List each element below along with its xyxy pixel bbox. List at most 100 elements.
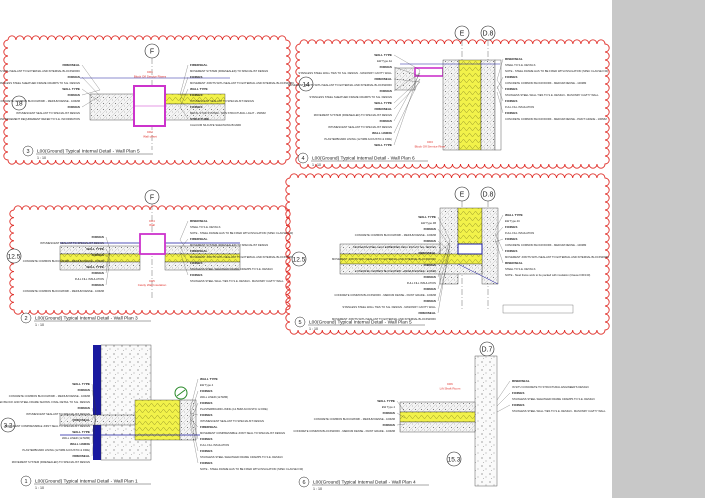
leader-line [189, 412, 199, 416]
note-text: CONCRETE COMMON BLOCKWORK - MEDIUM DENSE… [505, 81, 587, 85]
note-heading: FIXINGS [190, 93, 202, 97]
detail-number-bubble [297, 152, 309, 164]
leader-line [396, 423, 406, 426]
note-heading: FIXINGS [68, 75, 80, 79]
note-text: MOVEMENT SYSTEM (FIRESEALED) TO SPECIALI… [12, 460, 90, 464]
note-text: INTUMESCENT SEALANT TO SPECIALIST DESIGN [40, 241, 104, 245]
grid-bubble [454, 186, 470, 202]
note-heading: FIXINGS [505, 99, 517, 103]
leader-line [496, 91, 504, 114]
note-heading: FIXINGS [424, 239, 436, 243]
note-heading: FIREDSEAL [72, 418, 90, 422]
blockwork-wall [89, 93, 135, 121]
grid-label: E [460, 192, 465, 199]
revision-note: D06 [447, 382, 453, 386]
note-heading: FIXINGS [78, 406, 90, 410]
note-heading: FIXINGS [505, 249, 517, 253]
leader-line [393, 72, 421, 122]
note-heading: WALL LINING [70, 442, 91, 446]
section-tag [11, 95, 27, 111]
note-text: CONCRETE COMMON BLOCKWORK - MEDIUM DENSE… [334, 293, 436, 297]
note-text: CALCIUM SILICATE SHEATHING BOARD [190, 123, 241, 127]
section-tag-label: 12.5 [8, 254, 21, 261]
leader-line [494, 232, 504, 252]
leader-line [179, 239, 189, 252]
revision-note: D05 [149, 279, 155, 283]
note-text: INTUMESCENT SEALANT TO SPECIALIST DESIGN [200, 419, 264, 423]
grid-bubble [144, 189, 160, 205]
leader-line [189, 390, 199, 417]
blockwork-wall [59, 261, 141, 271]
note-text: MOVEMENT JOINTS WITH SEALANT TO EXTERNAL… [0, 69, 80, 73]
note-text: STAINLESS STEEL SHEATHED FRAME CRAMPS TO… [0, 81, 80, 85]
leader-line [393, 72, 421, 92]
note-heading: FIXINGS [424, 227, 436, 231]
note-heading: WALL TYPE [86, 265, 104, 269]
leader-line [437, 239, 451, 278]
note-text: NOTE - STEEL FRAME HAS TO BE FIXED WITH … [190, 231, 293, 235]
note-text: CONCRETE COMMON BLOCKWORK - MEDIUM DENSE… [23, 289, 105, 293]
note-heading: FIXINGS [380, 119, 392, 123]
leader-line [189, 409, 199, 440]
note-text: INTUMESCENT SEALANT TO SPECIALIST DESIGN [328, 125, 392, 129]
note-heading: FIXINGS [424, 299, 436, 303]
note-text: EW Type 4 [382, 405, 396, 409]
leader-line [189, 418, 199, 428]
note-heading: FIXINGS [92, 235, 104, 239]
note-text: MOVEMENT SYSTEM (FIRESEALED) TO SPECIALI… [190, 243, 268, 247]
leader-line [393, 69, 421, 146]
leader-line [91, 383, 97, 411]
section-tag-label: 12.5 [293, 257, 306, 264]
revision-note: D04 [149, 219, 155, 223]
detail-title: L00(Ground) Typical Internal Detail - Wa… [35, 316, 138, 322]
note-heading: FIXINGS [78, 388, 90, 392]
note-text: NOTE - STEEL FRAME HAS TO BE FIXED WITH … [200, 467, 303, 471]
note-heading: FIREDSEAL [72, 454, 90, 458]
leader-line [105, 252, 111, 274]
note-text: MOVEMENT JOINTS WITH SEALANT TO EXTERNAL… [332, 317, 436, 321]
note-heading: WALL TYPE [374, 53, 392, 57]
leader-line [494, 238, 504, 243]
detail-number: 5 [298, 320, 301, 326]
note-text: PLASTERBOARD LINING (12.5MM ACOUSTIC & F… [200, 407, 268, 411]
note-text: IN SITU CONCRETE TO STRUCTURAL ENGINEER'… [512, 385, 589, 389]
note-heading: FIXINGS [200, 437, 212, 441]
note-heading: FIXINGS [200, 449, 212, 453]
note-text: EW Type 4B [421, 221, 436, 225]
note-heading: FIXINGS [190, 261, 202, 265]
note-heading: FIXINGS [512, 391, 524, 395]
insulation-layer [399, 411, 476, 423]
leader-line [105, 236, 111, 251]
note-heading: WALL TYPE [505, 213, 523, 217]
note-text: MOVEMENT JOINTS WITH SEALANT TO EXTERNAL… [332, 257, 436, 261]
note-text: EW Type 4C [505, 219, 520, 223]
service-riser-box [139, 233, 166, 255]
leader-line [179, 64, 189, 96]
revision-note: Block Off Service Riser [415, 145, 446, 149]
leader-line [496, 79, 504, 90]
note-text: CONCRETE COMMON BLOCKWORK - MEDIUM DENSE… [314, 417, 396, 421]
note-heading: FIREDSEAL [190, 237, 208, 241]
note-text: FULL FILL INSULATION [75, 277, 104, 281]
note-text: STAINLESS STEEL WALL TIES TO S.E. DESIGN… [505, 93, 599, 97]
note-box [502, 304, 574, 314]
revision-note: Block Off Service Risers [134, 75, 167, 79]
grid-bubble [144, 43, 160, 59]
detail-number-bubble [294, 316, 306, 328]
leader-line [91, 409, 97, 445]
note-heading: FIXINGS [68, 105, 80, 109]
revision-cloud [295, 39, 610, 169]
note-heading: RISEDSEAL [505, 57, 523, 61]
note-text: STEEL TO S.E. DETAILS [190, 225, 221, 229]
leader-line [179, 100, 189, 108]
note-heading: FIXINGS [505, 75, 517, 79]
leader-line [437, 242, 451, 254]
grid-label: F [150, 195, 154, 202]
detail-title: L00(Ground) Typical Internal Detail - Wa… [309, 320, 412, 326]
section-tag [6, 248, 22, 264]
leader-line [91, 418, 97, 433]
